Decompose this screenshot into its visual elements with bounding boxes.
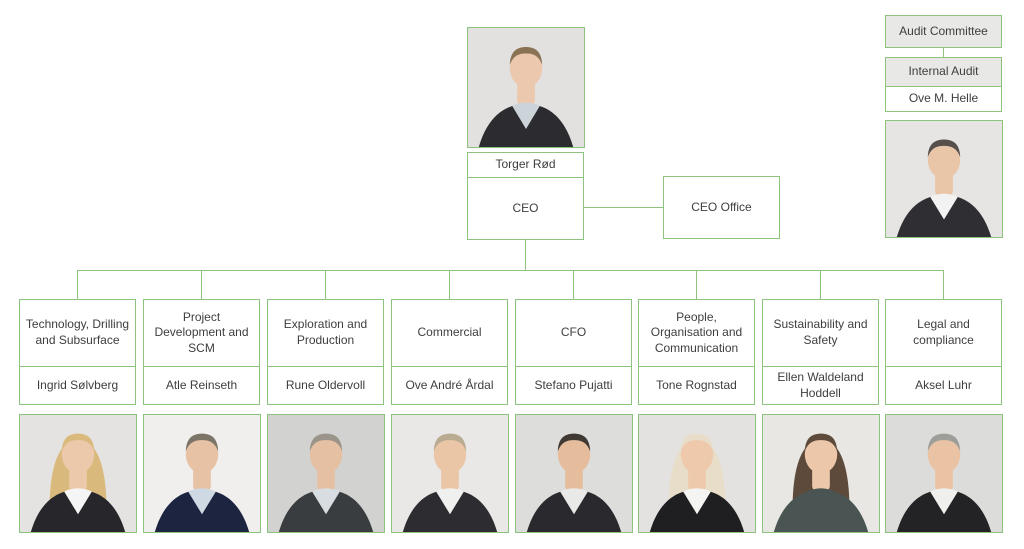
photo-department-7 [762, 414, 880, 533]
department-title: Legal and compliance [886, 300, 1001, 367]
department-title: People, Organisation and Communication [639, 300, 754, 367]
department-lead-name: Aksel Luhr [915, 377, 972, 392]
connector-line [201, 270, 202, 299]
photo-department-6 [638, 414, 756, 533]
connector-line [696, 270, 697, 299]
connector-line [325, 270, 326, 299]
person-silhouette [144, 415, 260, 532]
connector-line [525, 239, 526, 270]
department-lead-name: Atle Reinseth [165, 377, 238, 392]
ceo-node: Torger Rød CEO [467, 152, 584, 240]
department-lead-name: Ove André Årdal [405, 377, 494, 392]
person-silhouette [886, 121, 1002, 237]
connector-line [820, 270, 821, 299]
person-silhouette [516, 415, 632, 532]
person-silhouette [886, 415, 1002, 532]
audit-committee-node: Audit Committee [885, 15, 1002, 48]
department-lead-name: Tone Rognstad [656, 377, 737, 392]
department-lead-name: Rune Oldervoll [285, 377, 366, 392]
ceo-name: Torger Rød [468, 153, 583, 178]
person-silhouette [639, 415, 755, 532]
department-title: Sustainability and Safety [763, 300, 878, 367]
photo-department-3 [267, 414, 385, 533]
connector-line [77, 270, 944, 271]
internal-audit-person: Ove M. Helle [908, 91, 979, 106]
person-silhouette [268, 415, 384, 532]
connector-line [943, 270, 944, 299]
photo-ove-helle [885, 120, 1003, 238]
photo-ceo [467, 27, 585, 148]
department-title: Exploration and Production [268, 300, 383, 367]
photo-department-1 [19, 414, 137, 533]
photo-department-4 [391, 414, 509, 533]
photo-department-8 [885, 414, 1003, 533]
person-silhouette [392, 415, 508, 532]
department-5-node: CFO Stefano Pujatti [515, 299, 632, 405]
department-2-node: Project Development and SCM Atle Reinseth [143, 299, 260, 405]
ceo-title: CEO [512, 200, 539, 215]
internal-audit-node: Internal Audit Ove M. Helle [885, 57, 1002, 112]
person-silhouette [763, 415, 879, 532]
department-lead-name: Ingrid Sølvberg [36, 377, 119, 392]
department-lead-name: Ellen Waldeland Hoddell [777, 369, 864, 400]
person-silhouette [20, 415, 136, 532]
department-title: CFO [516, 300, 631, 367]
connector-line [449, 270, 450, 299]
connector-line [77, 270, 78, 299]
department-title: Commercial [392, 300, 507, 367]
photo-department-2 [143, 414, 261, 533]
internal-audit-label: Internal Audit [886, 58, 1001, 87]
department-title: Project Development and SCM [144, 300, 259, 367]
department-title: Technology, Drilling and Subsurface [20, 300, 135, 367]
connector-line [943, 48, 944, 57]
connector-line [573, 270, 574, 299]
ceo-office-node: CEO Office [663, 176, 780, 239]
connector-line [584, 207, 663, 208]
department-lead-name: Stefano Pujatti [534, 377, 613, 392]
person-silhouette [468, 28, 584, 147]
photo-department-5 [515, 414, 633, 533]
